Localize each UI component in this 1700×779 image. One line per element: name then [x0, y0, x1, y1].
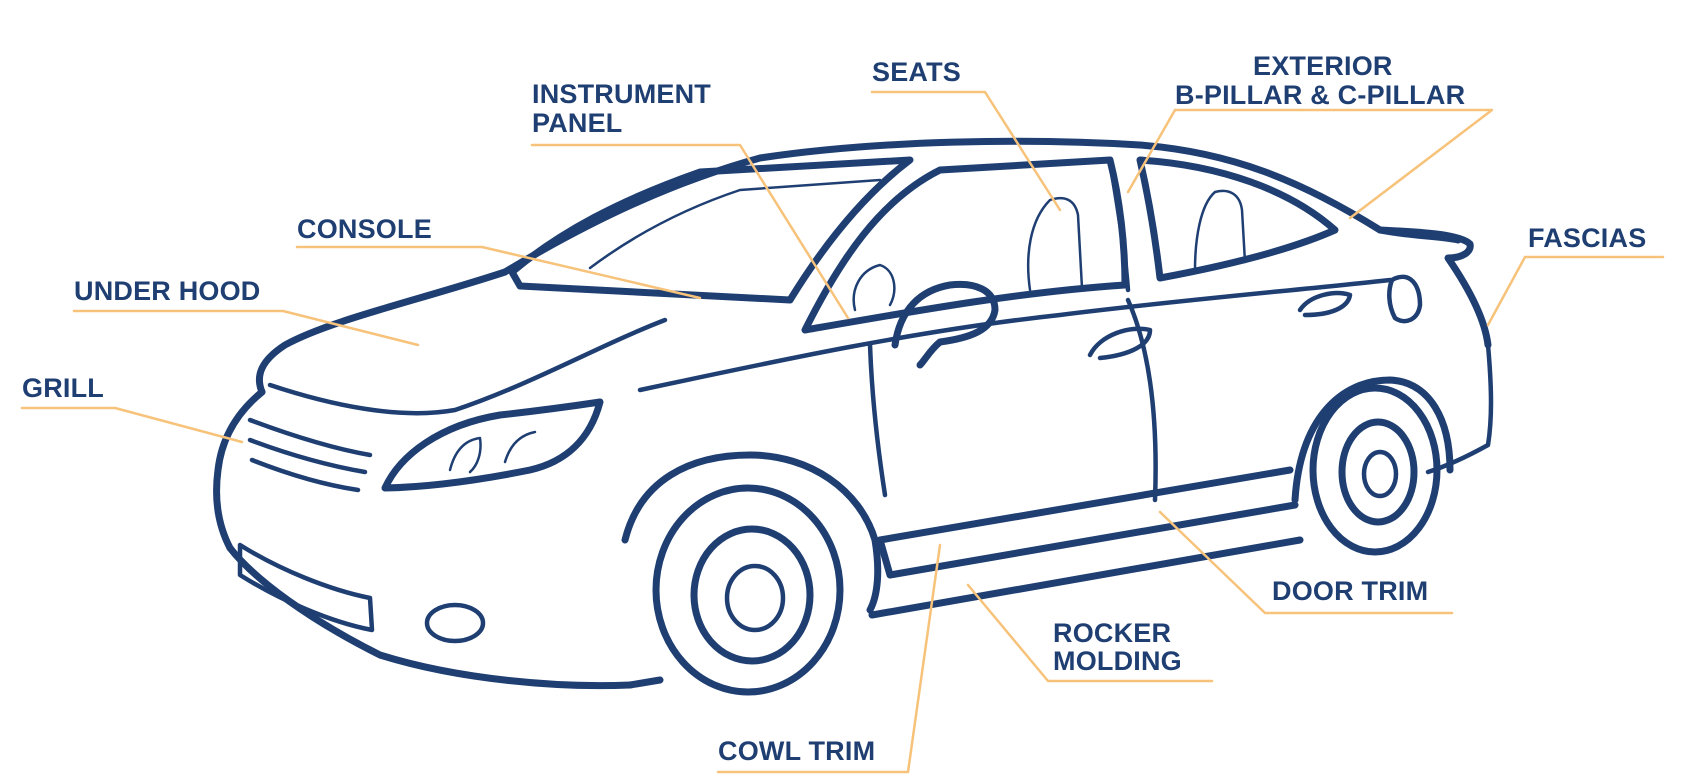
- car-fog-lamp: [424, 602, 486, 644]
- car-rear-window: [1136, 156, 1339, 282]
- leader-exterior-b-pillar-to-car: [1126, 108, 1177, 194]
- car-rear-spoiler: [1376, 226, 1492, 349]
- car-underbody: [626, 536, 1304, 689]
- car-front-door-handle: [1087, 326, 1153, 361]
- car-rear-seat: [1193, 189, 1247, 272]
- leader-fascias: [1486, 255, 1665, 327]
- leader-seats: [870, 90, 1062, 212]
- car-rear-wheel-arch: [1291, 376, 1454, 504]
- car-hood-crease: [267, 317, 668, 416]
- label-cowl-trim: COWL TRIM: [718, 736, 875, 766]
- car-front-rim: [690, 525, 814, 665]
- car-front-bumper: [226, 544, 634, 690]
- car-rear-door-handle: [1297, 290, 1353, 318]
- car-front-hub: [724, 563, 786, 633]
- label-door-trim: DOOR TRIM: [1272, 576, 1428, 606]
- leader-instrument-panel: [530, 143, 850, 320]
- car-front-tire: [652, 484, 844, 696]
- car-lower-grill: [237, 542, 375, 633]
- leader-console: [295, 245, 702, 300]
- car-hood: [255, 268, 509, 396]
- car-headlight: [381, 398, 604, 492]
- car-front-seat: [1026, 196, 1084, 292]
- car-side-mirror: [891, 280, 999, 369]
- leader-under-hood: [72, 309, 420, 347]
- car-front-nose: [213, 388, 266, 552]
- car-character-line: [637, 277, 1393, 393]
- car-front-door: [867, 297, 1158, 503]
- car-rear-hub: [1361, 449, 1399, 499]
- label-grill: GRILL: [22, 373, 104, 403]
- car-tail-lamp: [1387, 274, 1423, 324]
- car-headlight-detail: [448, 430, 537, 474]
- label-instrument-panel-line2: PANEL: [532, 108, 623, 138]
- label-seats: SEATS: [872, 57, 961, 87]
- label-rocker-molding-line2: MOLDING: [1053, 646, 1182, 676]
- car-windshield-inner: [588, 178, 882, 270]
- label-console: CONSOLE: [297, 214, 432, 244]
- label-exterior-line1: EXTERIOR: [1253, 51, 1393, 81]
- car-rear-tire: [1309, 384, 1441, 556]
- part-labels: INSTRUMENT PANEL SEATS EXTERIOR B-PILLAR…: [22, 51, 1646, 766]
- label-instrument-panel-line1: INSTRUMENT: [532, 79, 711, 109]
- label-under-hood: UNDER HOOD: [74, 276, 261, 306]
- car-front-wheel-arch: [621, 451, 882, 614]
- car-windshield: [508, 156, 914, 304]
- car-rear-rim: [1338, 418, 1418, 526]
- car-steering-wheel: [852, 263, 896, 312]
- car-illustration: [213, 137, 1494, 696]
- label-exterior-line2: B-PILLAR & C-PILLAR: [1175, 80, 1465, 110]
- leader-exterior-c-pillar: [1300, 108, 1494, 220]
- leader-grill: [20, 406, 244, 444]
- leader-rocker-molding: [966, 583, 1214, 683]
- label-rocker-molding-line1: ROCKER: [1053, 618, 1171, 648]
- label-fascias: FASCIAS: [1528, 223, 1646, 253]
- car-rocker-panel: [876, 466, 1299, 579]
- car-b-pillar: [1107, 157, 1131, 293]
- leader-cowl-trim: [716, 543, 942, 774]
- leader-door-trim: [1158, 510, 1454, 615]
- car-grill-slats: [247, 417, 373, 493]
- car-roofline: [501, 137, 1462, 276]
- leader-lines: [20, 90, 1665, 774]
